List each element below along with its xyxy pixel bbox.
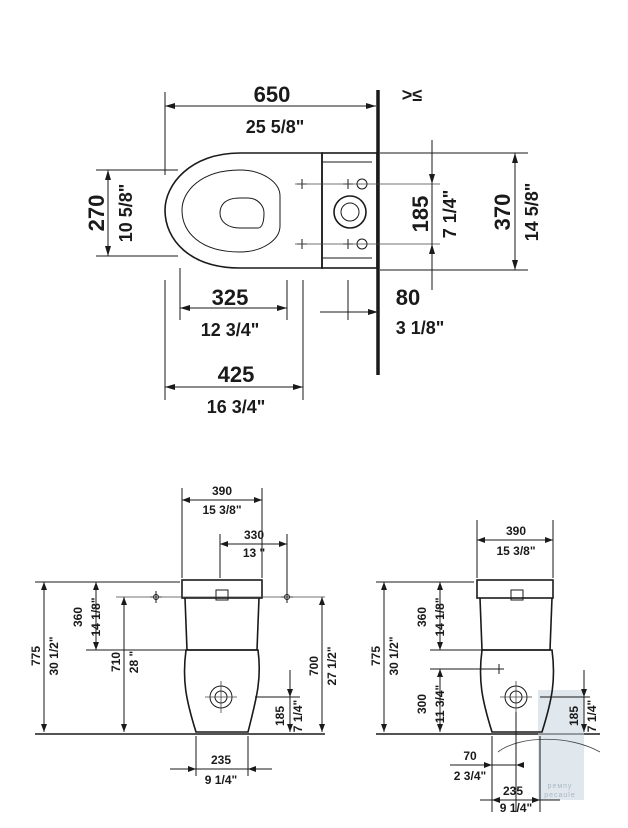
front-base-mm: 235 bbox=[211, 753, 231, 767]
front-fixh-in: 28 " bbox=[127, 651, 141, 673]
side-floor-mm: 185 bbox=[567, 706, 581, 726]
front-height-mm: 775 bbox=[29, 646, 43, 666]
side-outlet-in: 11 3/4" bbox=[433, 685, 447, 723]
side-height-in: 30 1/2" bbox=[387, 636, 401, 675]
drain-outer bbox=[333, 195, 367, 229]
top-fix-mm: 185 bbox=[408, 196, 433, 233]
top-seat-mm: 270 bbox=[84, 195, 109, 232]
side-bowl bbox=[479, 649, 555, 733]
top-rim-wall-mm: 425 bbox=[218, 362, 255, 387]
front-fix-in: 13 " bbox=[243, 546, 265, 560]
side-offset-in: 2 3/4" bbox=[454, 769, 486, 783]
front-outlet-mm: 185 bbox=[273, 706, 287, 726]
top-tank-mm: 370 bbox=[490, 194, 515, 231]
watermark-block bbox=[538, 690, 584, 800]
side-tank bbox=[476, 579, 554, 599]
side-offset-mm: 70 bbox=[463, 749, 477, 763]
drain-inner bbox=[340, 202, 360, 222]
top-seat-in: 10 5/8" bbox=[116, 184, 136, 243]
front-tank-mm: 360 bbox=[71, 607, 85, 627]
top-width-mm: 650 bbox=[254, 82, 291, 107]
top-width-in: 25 5/8" bbox=[246, 117, 305, 137]
front-view: 390 15 3/8" 330 13 " 775 30 1/2" 3 bbox=[29, 484, 339, 787]
front-base-in: 9 1/4" bbox=[205, 773, 237, 787]
front-fixh-mm: 710 bbox=[109, 652, 123, 672]
top-rim-wall-in: 16 3/4" bbox=[207, 397, 266, 417]
side-base-mm: 235 bbox=[503, 784, 523, 798]
front-fixhr-mm: 700 bbox=[307, 656, 321, 676]
side-tank-mm: 360 bbox=[415, 607, 429, 627]
side-tank-in: 14 1/8" bbox=[433, 597, 447, 636]
front-tank bbox=[181, 579, 263, 599]
side-width-mm: 390 bbox=[506, 524, 526, 538]
top-outlet-mm: 80 bbox=[396, 285, 420, 310]
top-tank-in: 14 5/8" bbox=[522, 183, 542, 242]
side-height-mm: 775 bbox=[369, 646, 383, 666]
front-fix-mm: 330 bbox=[244, 528, 264, 542]
top-rim-fix-mm: 325 bbox=[212, 285, 249, 310]
front-tank-in: 14 1/8" bbox=[89, 597, 103, 636]
tank-outline bbox=[321, 152, 378, 269]
watermark-line1: ремпу bbox=[548, 783, 573, 790]
wall-symbol: >≤ bbox=[402, 85, 423, 105]
side-view: ремпу ресаule 390 15 3/8" 775 30 1/2" bbox=[369, 520, 601, 815]
side-base-in: 9 1/4" bbox=[500, 801, 532, 815]
top-rim-fix-in: 12 3/4" bbox=[201, 320, 260, 340]
bowl-hole bbox=[219, 197, 265, 229]
front-bowl bbox=[183, 649, 261, 733]
front-fixhr-in: 27 1/2" bbox=[325, 646, 339, 685]
front-height-in: 30 1/2" bbox=[47, 636, 61, 675]
front-width-mm: 390 bbox=[212, 484, 232, 498]
side-width-in: 15 3/8" bbox=[496, 544, 535, 558]
top-fix-in: 7 1/4" bbox=[440, 190, 460, 239]
top-view: 650 25 5/8" >≤ 270 10 5/8" bbox=[84, 82, 542, 417]
top-outlet-in: 3 1/8" bbox=[396, 318, 445, 338]
side-floor-in: 7 1/4" bbox=[585, 700, 599, 732]
front-outlet-in: 7 1/4" bbox=[291, 700, 305, 732]
side-outlet-mm: 300 bbox=[415, 694, 429, 714]
front-width-in: 15 3/8" bbox=[202, 503, 241, 517]
seat-inner bbox=[181, 169, 281, 253]
watermark-line2: ресаule bbox=[544, 792, 576, 799]
bowl-outline bbox=[164, 152, 323, 269]
